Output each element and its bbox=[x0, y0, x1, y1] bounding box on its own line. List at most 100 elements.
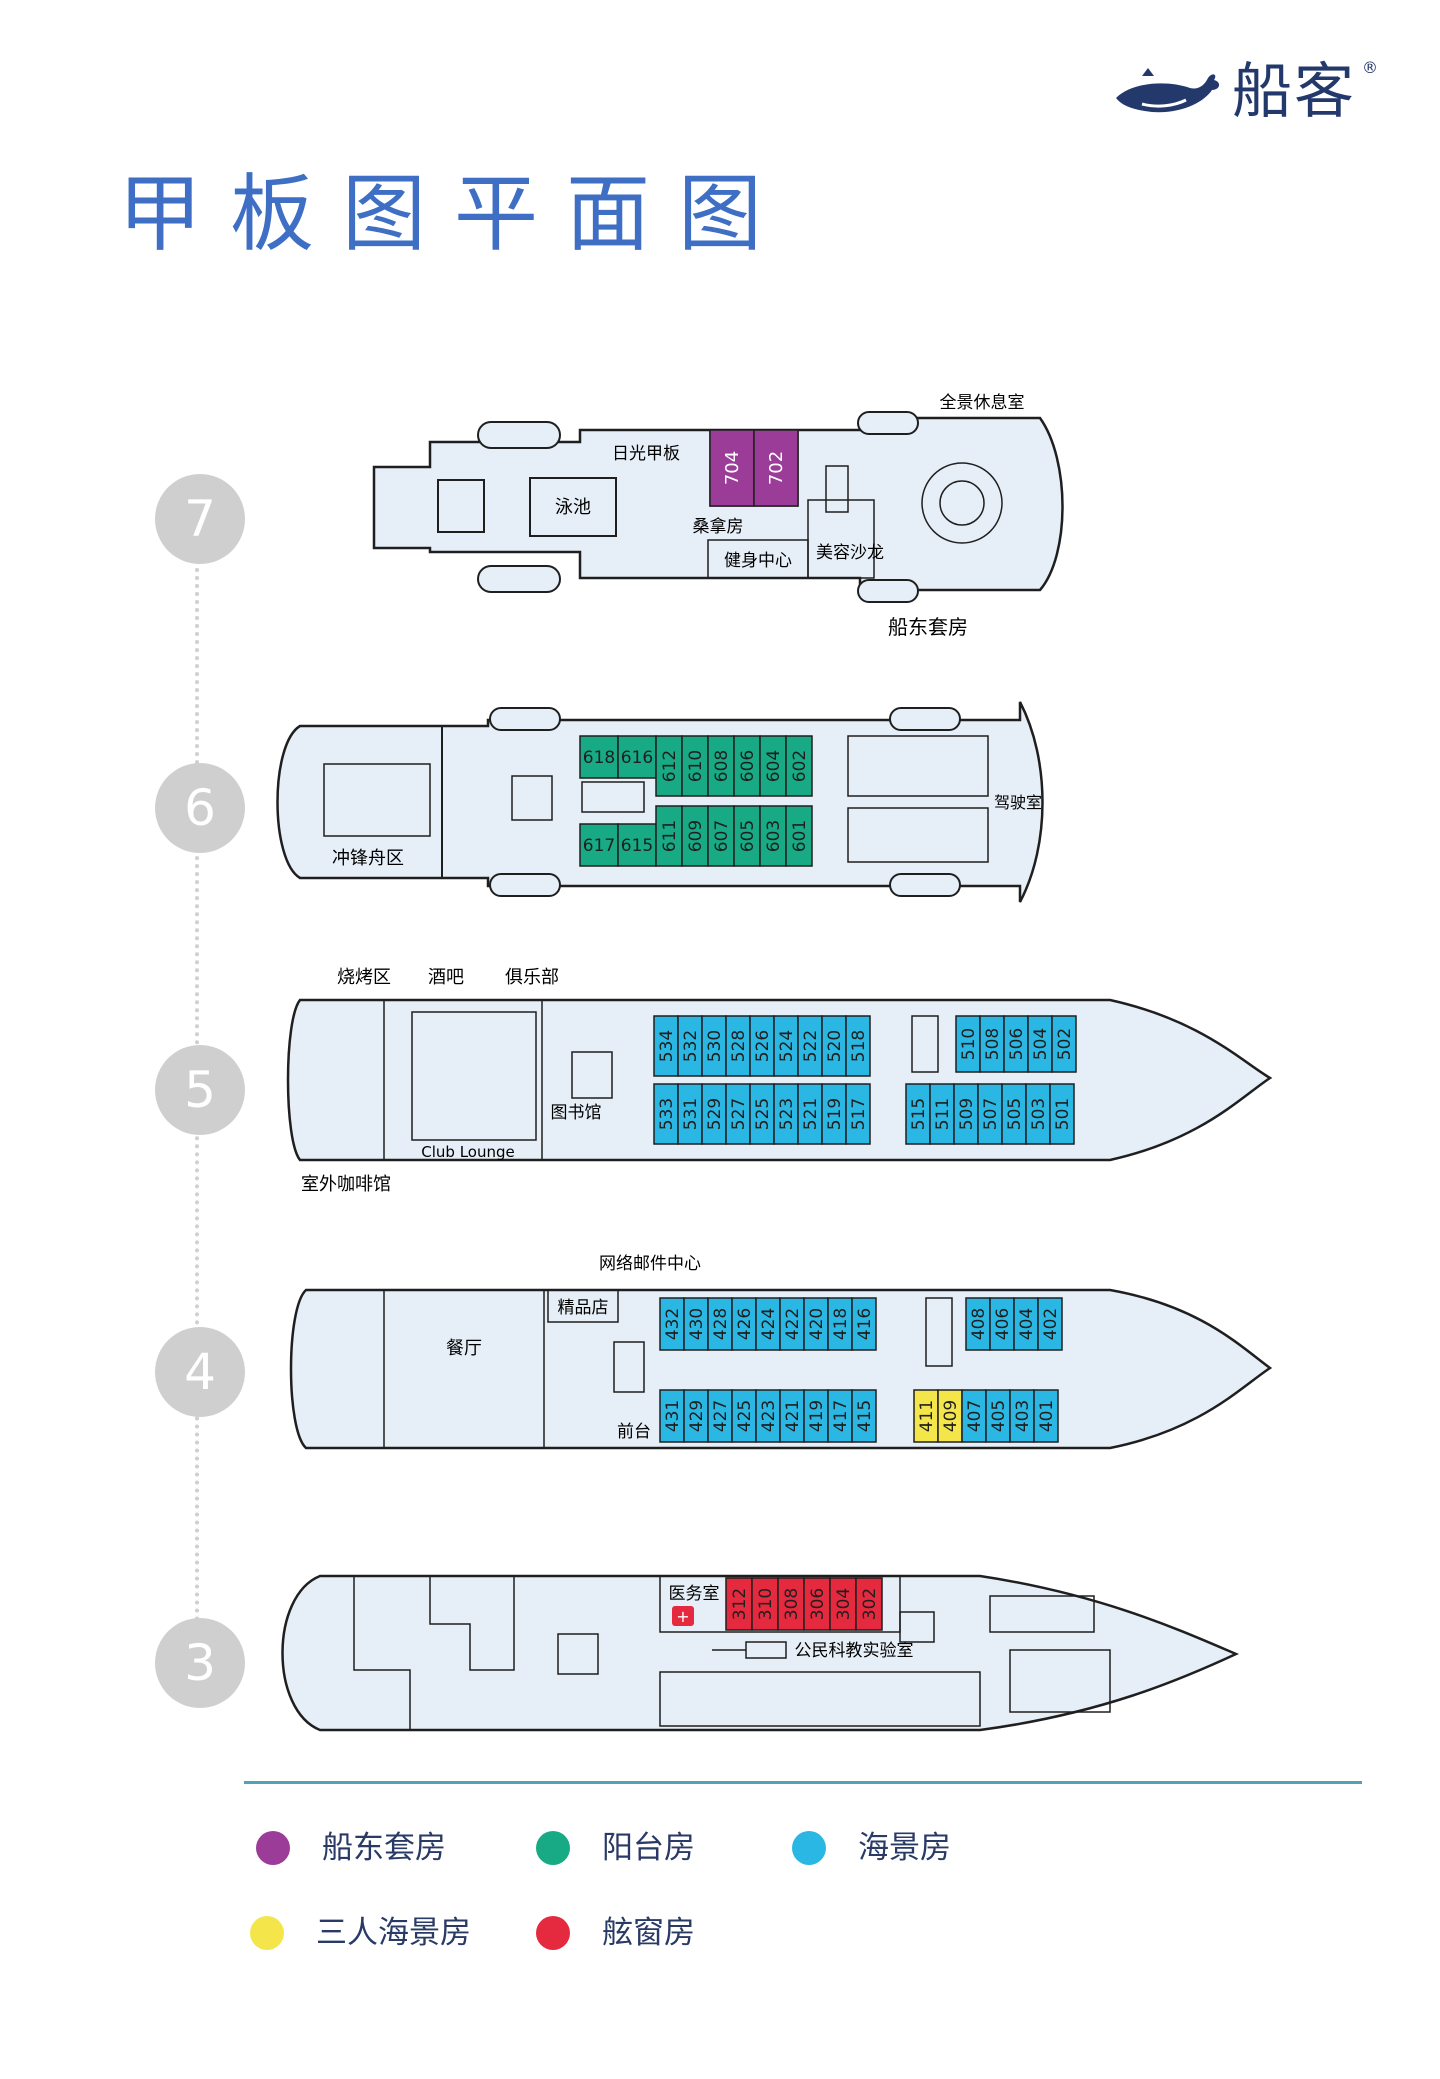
bar-label: 酒吧 bbox=[428, 967, 464, 988]
cabin-425[interactable] bbox=[731, 1389, 757, 1443]
cabin-508[interactable] bbox=[979, 1015, 1005, 1073]
cabin-521[interactable] bbox=[797, 1083, 823, 1145]
club-lounge-seating bbox=[411, 1011, 537, 1141]
cabin-503-label: 503 bbox=[1029, 1098, 1049, 1130]
cabin-520[interactable] bbox=[821, 1015, 847, 1077]
cabin-601[interactable] bbox=[785, 805, 813, 867]
cabin-429[interactable] bbox=[683, 1389, 709, 1443]
cabin-507[interactable] bbox=[977, 1083, 1003, 1145]
cabin-702[interactable] bbox=[753, 429, 799, 507]
cabin-312[interactable] bbox=[725, 1577, 753, 1631]
cabin-527-label: 527 bbox=[729, 1098, 749, 1130]
cabin-407[interactable] bbox=[961, 1389, 987, 1443]
cabin-509[interactable] bbox=[953, 1083, 979, 1145]
cabin-529[interactable] bbox=[701, 1083, 727, 1145]
cabin-408[interactable] bbox=[965, 1297, 991, 1351]
cabin-424[interactable] bbox=[755, 1297, 781, 1351]
cabin-603[interactable] bbox=[759, 805, 787, 867]
cabin-505[interactable] bbox=[1001, 1083, 1027, 1145]
cabin-422-label: 422 bbox=[783, 1308, 803, 1340]
storage bbox=[1009, 1649, 1111, 1713]
cabin-606[interactable] bbox=[733, 735, 761, 797]
cabin-306[interactable] bbox=[803, 1577, 831, 1631]
cabin-525[interactable] bbox=[749, 1083, 775, 1145]
cabin-519[interactable] bbox=[821, 1083, 847, 1145]
stairs bbox=[571, 1051, 613, 1099]
cabin-421[interactable] bbox=[779, 1389, 805, 1443]
cabin-423[interactable] bbox=[755, 1389, 781, 1443]
deck-badge-5[interactable]: 5 bbox=[155, 1045, 245, 1135]
cabin-415[interactable] bbox=[851, 1389, 877, 1443]
cabin-418[interactable] bbox=[827, 1297, 853, 1351]
cabin-431[interactable] bbox=[659, 1389, 685, 1443]
cabin-430[interactable] bbox=[683, 1297, 709, 1351]
cabin-501[interactable] bbox=[1049, 1083, 1075, 1145]
cabin-502[interactable] bbox=[1051, 1015, 1077, 1073]
cabin-416[interactable] bbox=[851, 1297, 877, 1351]
cabin-401[interactable] bbox=[1033, 1389, 1059, 1443]
cabin-521-label: 521 bbox=[801, 1098, 821, 1130]
cabin-426[interactable] bbox=[731, 1297, 757, 1351]
cabin-534[interactable] bbox=[653, 1015, 679, 1077]
cabin-618[interactable] bbox=[579, 735, 619, 779]
dining-room bbox=[383, 1289, 545, 1449]
cabin-610[interactable] bbox=[681, 735, 709, 797]
cabin-432[interactable] bbox=[659, 1297, 685, 1351]
cabin-404[interactable] bbox=[1013, 1297, 1039, 1351]
cabin-523[interactable] bbox=[773, 1083, 799, 1145]
deck-badge-4[interactable]: 4 bbox=[155, 1327, 245, 1417]
cabin-402[interactable] bbox=[1037, 1297, 1063, 1351]
cabin-302[interactable] bbox=[855, 1577, 883, 1631]
cabin-524[interactable] bbox=[773, 1015, 799, 1077]
cabin-423-label: 423 bbox=[759, 1400, 779, 1432]
cabin-427-label: 427 bbox=[711, 1400, 731, 1432]
cabin-517[interactable] bbox=[845, 1083, 871, 1145]
cabin-422[interactable] bbox=[779, 1297, 805, 1351]
cabin-602-label: 602 bbox=[790, 750, 810, 782]
cabin-528[interactable] bbox=[725, 1015, 751, 1077]
cabin-403[interactable] bbox=[1009, 1389, 1035, 1443]
cabin-506[interactable] bbox=[1003, 1015, 1029, 1073]
cabin-511[interactable] bbox=[929, 1083, 955, 1145]
library-label: 图书馆 bbox=[551, 1103, 602, 1123]
page-title: 甲板图平面图 bbox=[118, 165, 791, 263]
lifeboat bbox=[477, 565, 561, 593]
cabin-503[interactable] bbox=[1025, 1083, 1051, 1145]
cabin-310-label: 310 bbox=[756, 1588, 776, 1620]
deck-badge-7[interactable]: 7 bbox=[155, 474, 245, 564]
cabin-515[interactable] bbox=[905, 1083, 931, 1145]
cabin-602[interactable] bbox=[785, 735, 813, 797]
legend-label: 阳台房 bbox=[602, 1830, 695, 1866]
deck-badge-3[interactable]: 3 bbox=[155, 1618, 245, 1708]
cabin-507-label: 507 bbox=[981, 1098, 1001, 1130]
cabin-417-label: 417 bbox=[831, 1400, 851, 1432]
cabin-604[interactable] bbox=[759, 735, 787, 797]
medical-block bbox=[659, 1575, 901, 1633]
cabin-415-label: 415 bbox=[855, 1400, 875, 1432]
cabin-417[interactable] bbox=[827, 1389, 853, 1443]
cabin-427[interactable] bbox=[707, 1389, 733, 1443]
deck-badge-6[interactable]: 6 bbox=[155, 763, 245, 853]
deck-7-plan[interactable]: 泳池 日光甲板 704 702 健身中心 桑拿房 美容沙龙 全景休息室 船东套房 bbox=[372, 393, 1064, 639]
beauty-room bbox=[807, 499, 875, 579]
cabin-527[interactable] bbox=[725, 1083, 751, 1145]
cabin-409[interactable] bbox=[937, 1389, 963, 1443]
cabin-520-label: 520 bbox=[825, 1030, 845, 1062]
cabin-304[interactable] bbox=[829, 1577, 857, 1631]
cabin-518[interactable] bbox=[845, 1015, 871, 1077]
cabin-510[interactable] bbox=[955, 1015, 981, 1073]
cabin-534-label: 534 bbox=[657, 1030, 677, 1062]
panorama-seating-inner bbox=[939, 480, 985, 526]
cabin-704[interactable] bbox=[709, 429, 755, 507]
cabin-526[interactable] bbox=[749, 1015, 775, 1077]
cabin-616[interactable] bbox=[617, 735, 657, 779]
cabin-615[interactable] bbox=[617, 823, 657, 867]
